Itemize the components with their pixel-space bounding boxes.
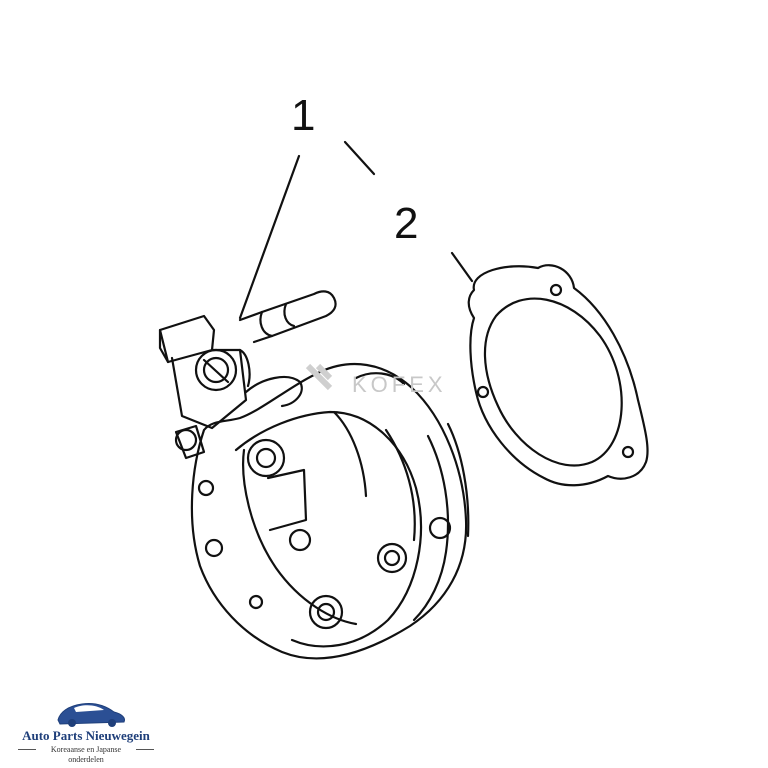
tagline-line-1: Koreaanse en Japanse [50, 745, 122, 754]
car-logo-icon [57, 703, 125, 727]
callout-2: 2 [394, 199, 418, 248]
callout-1: 1 [291, 91, 315, 140]
tagline-line-2: onderdelen [68, 755, 104, 764]
brand-name: Auto Parts Nieuwegein [22, 728, 150, 743]
watermark: KOFEX [305, 363, 447, 397]
tagline-rule-right [136, 749, 154, 750]
gasket-drawing [467, 264, 649, 487]
vacuum-pump-drawing [158, 290, 470, 660]
brand-logo: Auto Parts Nieuwegein Koreaanse en Japan… [6, 690, 166, 766]
tagline-rule-left [18, 749, 36, 750]
leader-line-1 [238, 154, 301, 320]
leader-line-2 [343, 140, 474, 283]
watermark-text: KOFEX [352, 372, 447, 397]
